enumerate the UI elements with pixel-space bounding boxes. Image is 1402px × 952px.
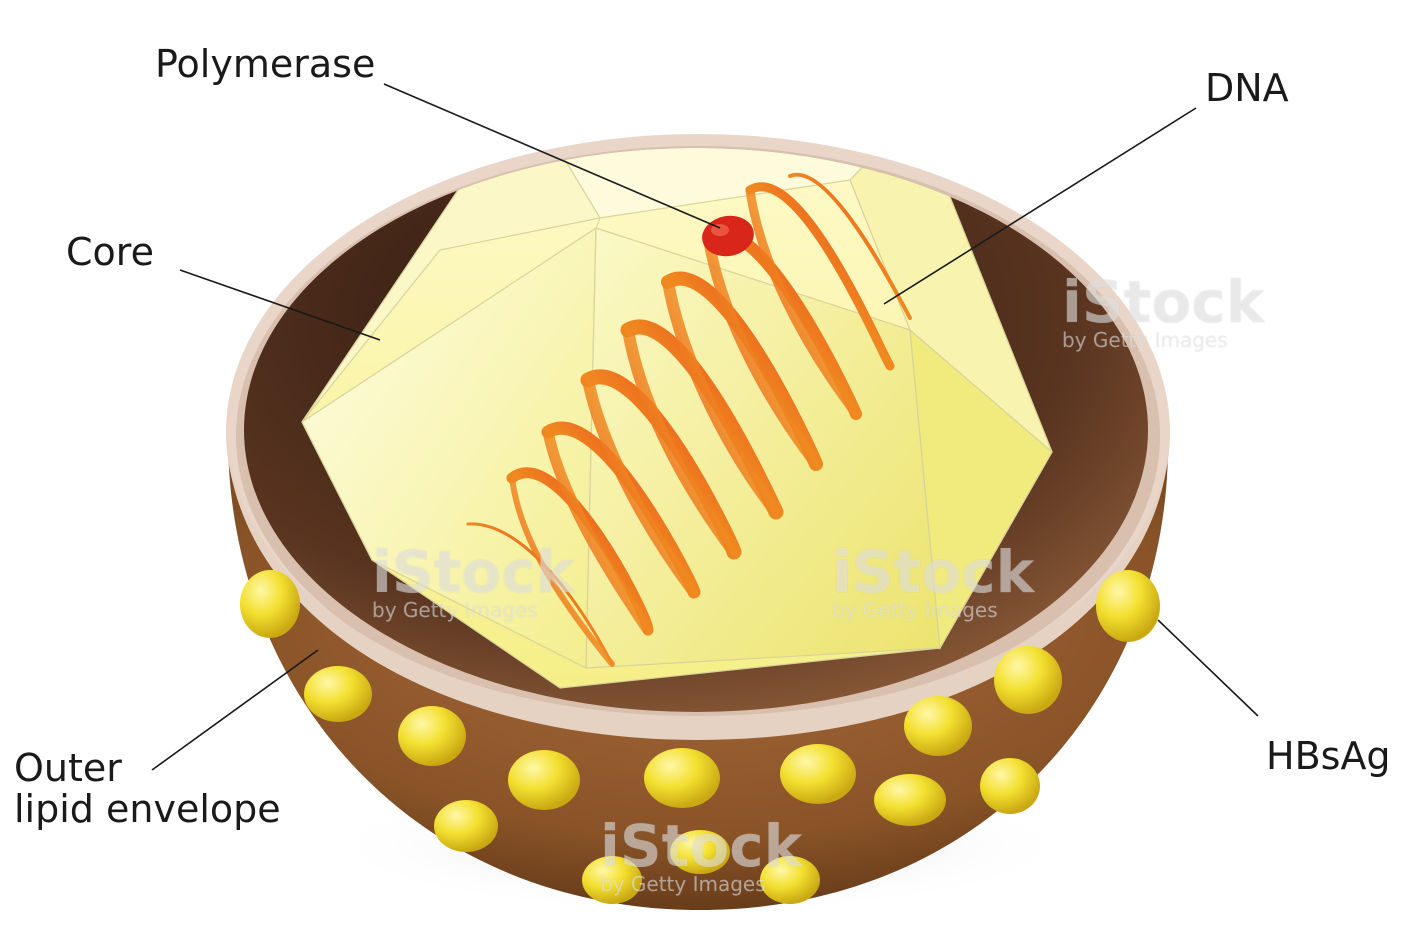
label-polymerase: Polymerase — [155, 44, 375, 85]
label-outer-line2: lipid envelope — [14, 789, 281, 830]
label-hbsag: HBsAg — [1266, 736, 1391, 777]
hbsag-knob — [1096, 570, 1160, 642]
watermark-brand: iStock — [832, 538, 1034, 606]
watermark-brand: iStock — [372, 538, 574, 606]
hbsag-knob — [874, 774, 946, 826]
hbsag-knob — [980, 758, 1040, 814]
hbsag-knob — [994, 646, 1062, 714]
watermark-brand: iStock — [600, 812, 802, 880]
hbsag-knob — [434, 800, 498, 852]
hbsag-knob — [240, 570, 300, 638]
hbsag-knob — [304, 666, 372, 722]
hbsag-knob — [398, 706, 466, 766]
hbsag-knob — [904, 696, 972, 756]
leader-hbsag — [1158, 620, 1258, 716]
label-outer-lipid-envelope: Outer lipid envelope — [14, 748, 281, 830]
label-core: Core — [66, 232, 154, 273]
hbsag-knob — [644, 748, 720, 808]
label-dna: DNA — [1205, 68, 1289, 109]
hbsag-knob — [780, 744, 856, 804]
label-outer-line1: Outer — [14, 748, 281, 789]
watermark-brand: iStock — [1062, 268, 1264, 336]
hbsag-knob — [508, 750, 580, 810]
